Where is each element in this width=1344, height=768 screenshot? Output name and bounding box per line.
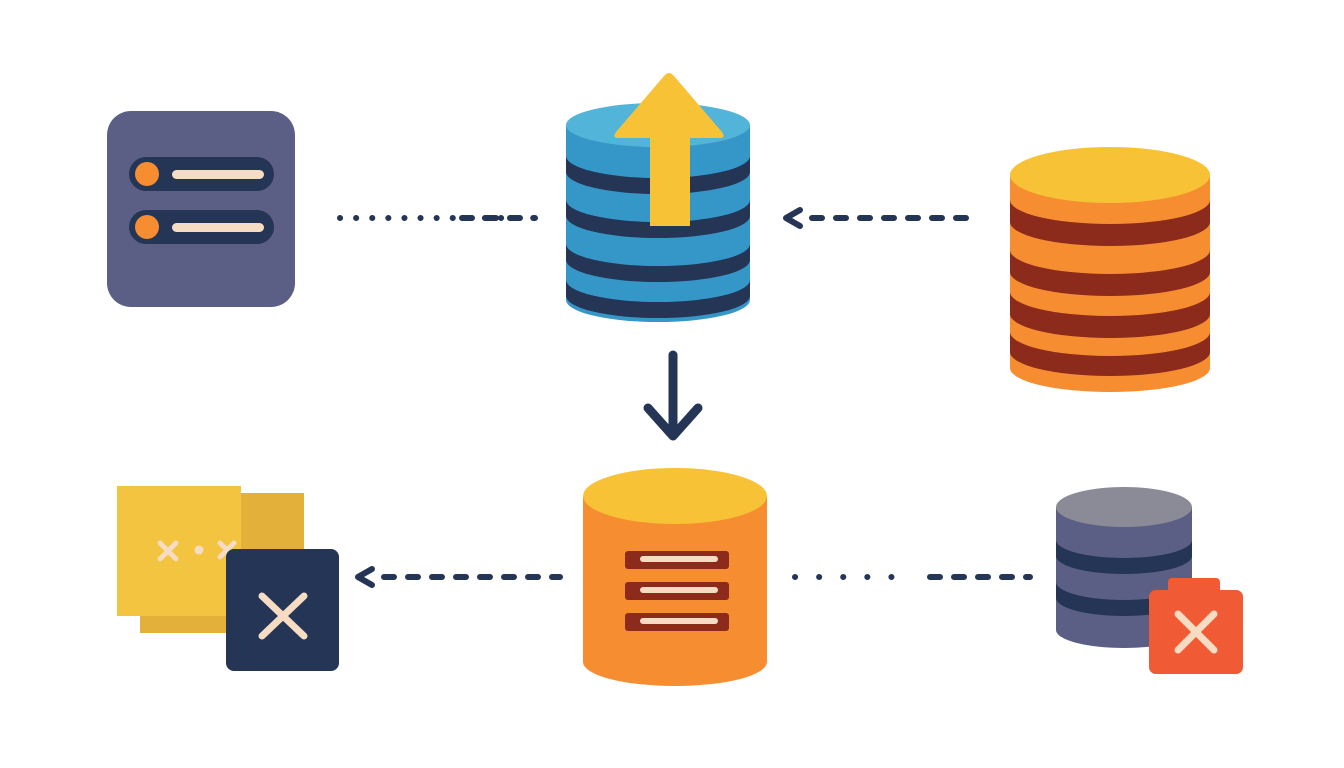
document-front bbox=[117, 486, 241, 616]
list-line bbox=[172, 223, 264, 232]
connector-orange-db-to-upload-db bbox=[783, 207, 978, 229]
database-stripe bbox=[566, 156, 750, 194]
arrow-down-upload-to-orange-db bbox=[643, 350, 703, 441]
database-records-icon bbox=[583, 468, 767, 686]
database-top bbox=[583, 468, 767, 524]
database-stripe bbox=[1010, 200, 1210, 246]
list-panel-icon bbox=[107, 111, 295, 307]
arrowhead-down bbox=[643, 403, 703, 441]
close-icon bbox=[1174, 610, 1218, 654]
database-upload-icon bbox=[566, 73, 750, 322]
bullet-dot bbox=[135, 215, 159, 239]
database-top bbox=[1056, 487, 1192, 527]
close-icon bbox=[258, 592, 308, 640]
document-error-icon bbox=[117, 486, 339, 671]
database-icon bbox=[1010, 147, 1210, 392]
database-top bbox=[1010, 147, 1210, 203]
database-stripe bbox=[566, 280, 750, 318]
database-error-icon bbox=[1056, 487, 1243, 674]
list-line bbox=[172, 170, 264, 179]
arrowhead-left bbox=[355, 566, 375, 588]
database-stripe bbox=[566, 200, 750, 238]
arrowhead-left bbox=[783, 207, 803, 229]
error-badge bbox=[1149, 578, 1243, 674]
database-stripe bbox=[1010, 332, 1210, 376]
bullet-dot bbox=[135, 162, 159, 186]
database-stripe bbox=[1010, 292, 1210, 338]
database-stripe bbox=[1010, 250, 1210, 296]
close-badge bbox=[226, 549, 339, 671]
upload-arrow-icon bbox=[614, 73, 724, 226]
connector-orange-db-to-error-docs bbox=[355, 566, 563, 588]
database-stripe bbox=[1056, 540, 1192, 574]
database-stripe bbox=[566, 244, 750, 282]
